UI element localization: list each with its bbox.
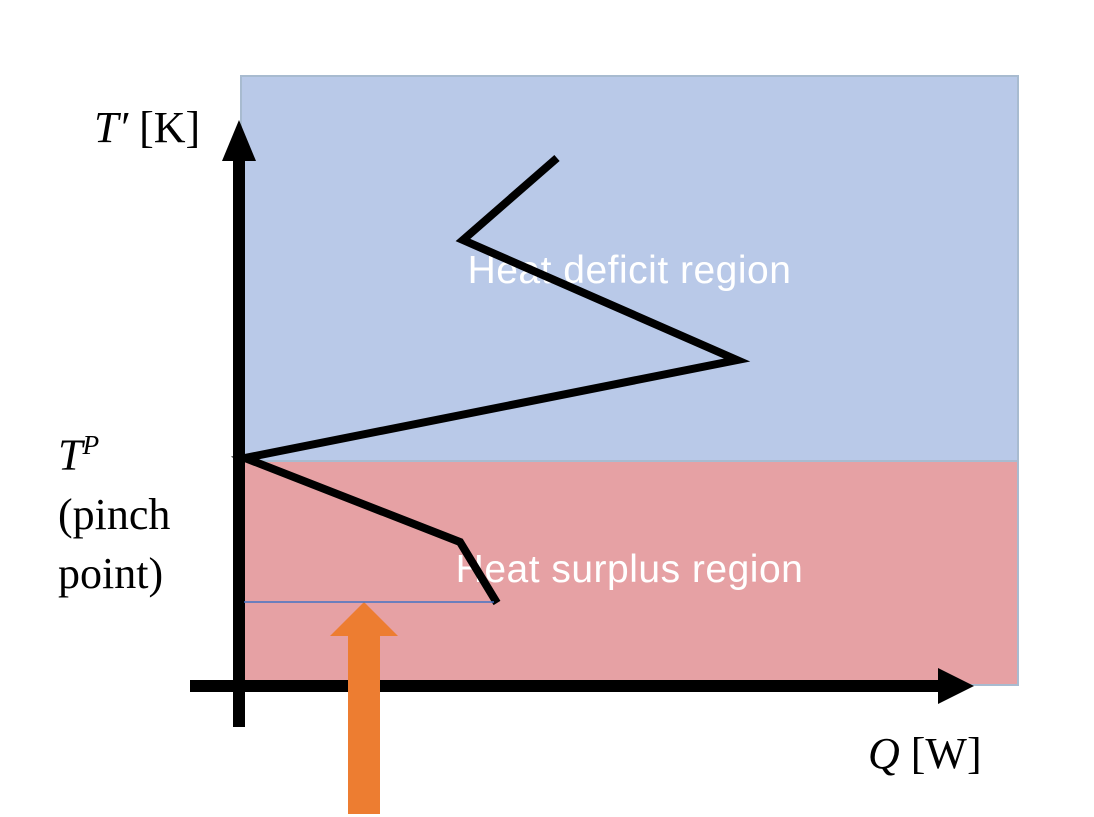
y-axis-arrowhead-icon xyxy=(222,120,256,161)
x-axis-label: Q [W] xyxy=(868,728,982,779)
pinch-point-label: TP (pinch point) xyxy=(58,416,170,603)
y-axis-symbol: T′ xyxy=(94,103,129,152)
x-axis-symbol: Q xyxy=(868,729,900,778)
pinch-symbol: T xyxy=(58,430,83,480)
pinch-line3: point) xyxy=(58,548,164,598)
x-axis-unit: [W] xyxy=(899,729,982,778)
x-axis-arrowhead-icon xyxy=(938,668,974,704)
y-axis-label: T′ [K] xyxy=(94,102,200,153)
pinch-superscript: P xyxy=(82,430,100,460)
heat-deficit-region: Heat deficit region xyxy=(240,75,1019,462)
pinch-line2: (pinch xyxy=(58,489,171,539)
heat-deficit-region-label: Heat deficit region xyxy=(467,249,792,292)
y-axis-unit: [K] xyxy=(128,103,201,152)
heat-surplus-region-label: Heat surplus region xyxy=(455,548,804,591)
up-arrow-icon xyxy=(330,602,398,814)
grand-composite-curve xyxy=(230,154,751,606)
